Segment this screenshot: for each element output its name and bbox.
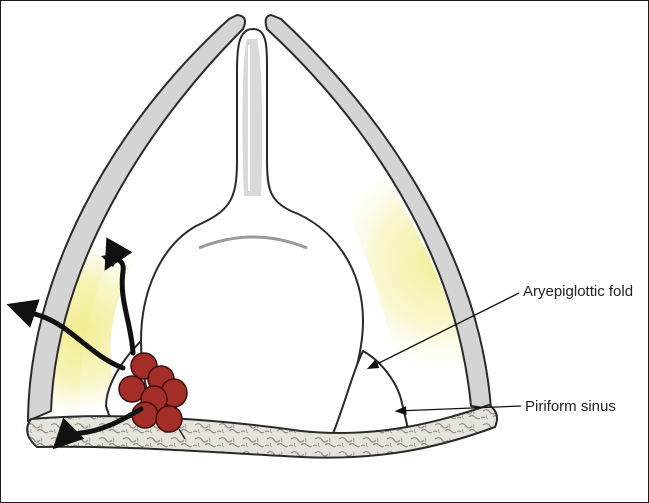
aryepiglottic-fold-label: Aryepiglottic fold (523, 283, 633, 300)
piriform-sinus-label: Piriform sinus (525, 398, 616, 415)
epiglottis-shading (242, 39, 262, 196)
